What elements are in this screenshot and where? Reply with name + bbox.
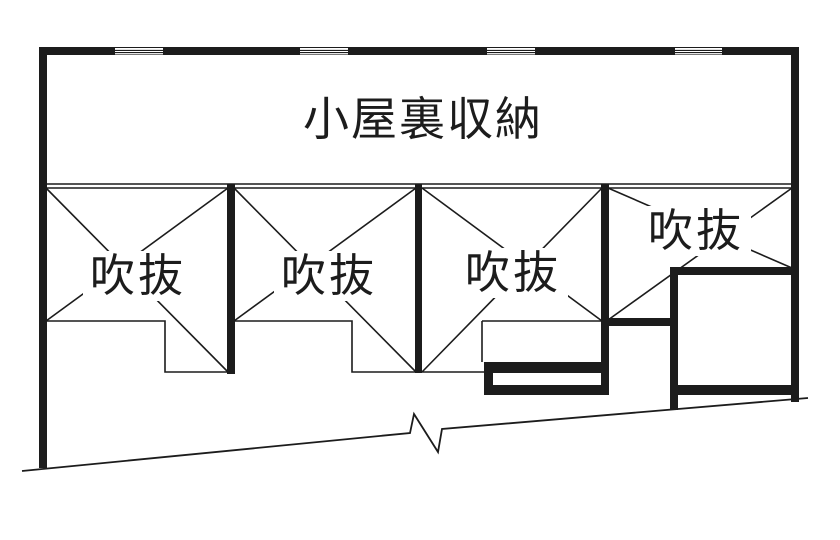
stair-left-bar — [484, 362, 493, 395]
stairwell-left-wall — [670, 267, 678, 410]
stair-top-bar — [484, 362, 608, 373]
void-label-4: 吹抜 — [641, 206, 751, 256]
bay1-floor-edge — [46, 320, 229, 373]
void-label-1: 吹抜 — [83, 251, 193, 301]
stairwell-bottom-bar — [670, 385, 798, 395]
void-label-2: 吹抜 — [274, 251, 384, 301]
stair-structure-right — [608, 267, 798, 410]
attic-storage-label: 小屋裏収納 — [288, 94, 558, 145]
bay2-floor-edge — [234, 320, 416, 373]
outer-walls — [39, 47, 799, 468]
partition-wall-2 — [415, 184, 422, 373]
stairwell-top-bar — [670, 267, 798, 275]
partition-wall-3 — [601, 184, 609, 395]
outer-wall-left — [39, 47, 47, 468]
vent-symbol — [487, 48, 535, 55]
vent-symbol — [675, 48, 722, 55]
vent-symbol — [115, 48, 163, 55]
vent-symbol — [300, 48, 348, 55]
void-floor-edge-lines — [46, 320, 603, 373]
stair-structure-left — [484, 362, 608, 395]
stair-bottom-bar — [484, 385, 608, 395]
stairwell-connector-bar — [608, 318, 674, 326]
void-label-3: 吹抜 — [458, 248, 568, 298]
top-wall-vent-symbols — [115, 48, 722, 55]
partition-walls — [227, 184, 609, 395]
outer-wall-top — [39, 47, 798, 55]
ground-break-line — [21, 397, 809, 472]
partition-wall-1 — [227, 184, 235, 374]
outer-wall-right — [791, 47, 799, 402]
